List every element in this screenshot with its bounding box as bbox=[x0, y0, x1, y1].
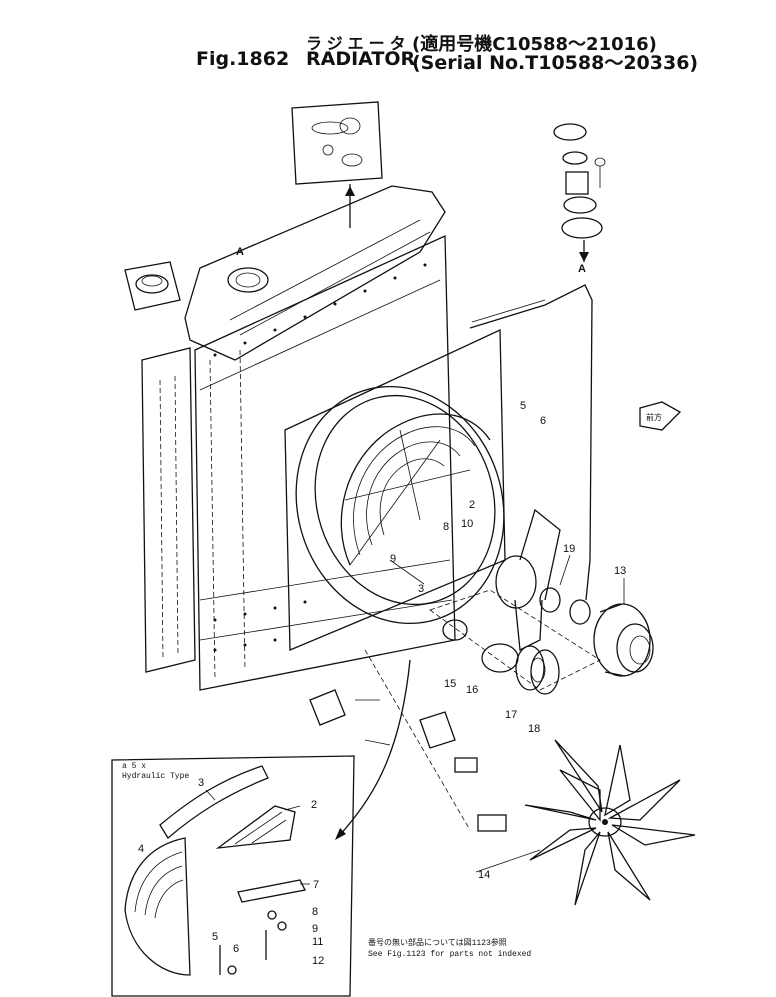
callout-3: 3 bbox=[418, 583, 424, 595]
view-marker-a-right: A bbox=[578, 263, 586, 275]
view-marker-a-left: A bbox=[236, 246, 244, 258]
elbow-and-hose bbox=[495, 508, 591, 652]
figure-number: Fig.1862 bbox=[196, 48, 290, 70]
inset-callout-7: 7 bbox=[313, 879, 319, 891]
callout-17: 17 bbox=[505, 709, 517, 721]
callout-9: 9 bbox=[390, 553, 396, 565]
inset-callout-9: 9 bbox=[312, 923, 318, 935]
callout-5: 5 bbox=[520, 400, 526, 412]
serial-range-english: (Serial No.T10588～20336) bbox=[412, 52, 699, 74]
part-name-japanese: ラジエータ bbox=[306, 34, 411, 53]
spacer-and-pulleys bbox=[429, 589, 601, 695]
callout-13: 13 bbox=[614, 565, 626, 577]
inset-callout-5: 5 bbox=[212, 931, 218, 943]
callout-6: 6 bbox=[540, 415, 546, 427]
callout-19: 19 bbox=[563, 543, 575, 555]
part-name-english: RADIATOR bbox=[306, 48, 416, 70]
inset-callout-3: 3 bbox=[198, 777, 204, 789]
callout-14: 14 bbox=[478, 869, 490, 881]
callout-10: 10 bbox=[461, 518, 473, 530]
inset-callout-11: 11 bbox=[312, 936, 323, 948]
callout-leaders bbox=[205, 554, 625, 885]
footnote-japanese: 番号の無い部品については図1123参照 bbox=[368, 937, 507, 948]
inset-header-line1: a 5 x bbox=[122, 762, 146, 771]
overflow-pipe bbox=[469, 284, 593, 601]
inset-callout-8: 8 bbox=[312, 906, 318, 918]
callout-18: 18 bbox=[528, 723, 540, 735]
bolt-rows bbox=[213, 263, 427, 652]
detail-box-cap bbox=[124, 261, 269, 311]
footnote-english: See Fig.1123 for parts not indexed bbox=[368, 950, 531, 959]
inset-hydraulic-type bbox=[111, 755, 355, 997]
detail-box-top bbox=[291, 101, 383, 228]
inset-header-line2: Hydraulic Type bbox=[122, 772, 189, 781]
inset-leader bbox=[335, 659, 411, 840]
fan-pulley-hub bbox=[593, 603, 654, 677]
inset-callout-2: 2 bbox=[311, 799, 317, 811]
inset-callout-4: 4 bbox=[138, 843, 144, 855]
callout-2: 2 bbox=[469, 499, 475, 511]
callout-8: 8 bbox=[443, 521, 449, 533]
radiator-upper-tank bbox=[184, 185, 446, 361]
fan-guard bbox=[340, 413, 491, 566]
cooling-fan bbox=[524, 739, 696, 906]
callout-16: 16 bbox=[466, 684, 478, 696]
lower-brackets bbox=[309, 649, 507, 832]
direction-mark-label: 前方 bbox=[646, 412, 662, 423]
callout-15: 15 bbox=[444, 678, 456, 690]
serial-range-japanese: (適用号機C10588～21016) bbox=[412, 34, 657, 55]
direction-arrow-icon bbox=[639, 401, 682, 431]
inset-callout-12: 12 bbox=[312, 955, 324, 967]
radiator-cap-assembly bbox=[553, 123, 606, 262]
inset-callout-6: 6 bbox=[233, 943, 239, 955]
